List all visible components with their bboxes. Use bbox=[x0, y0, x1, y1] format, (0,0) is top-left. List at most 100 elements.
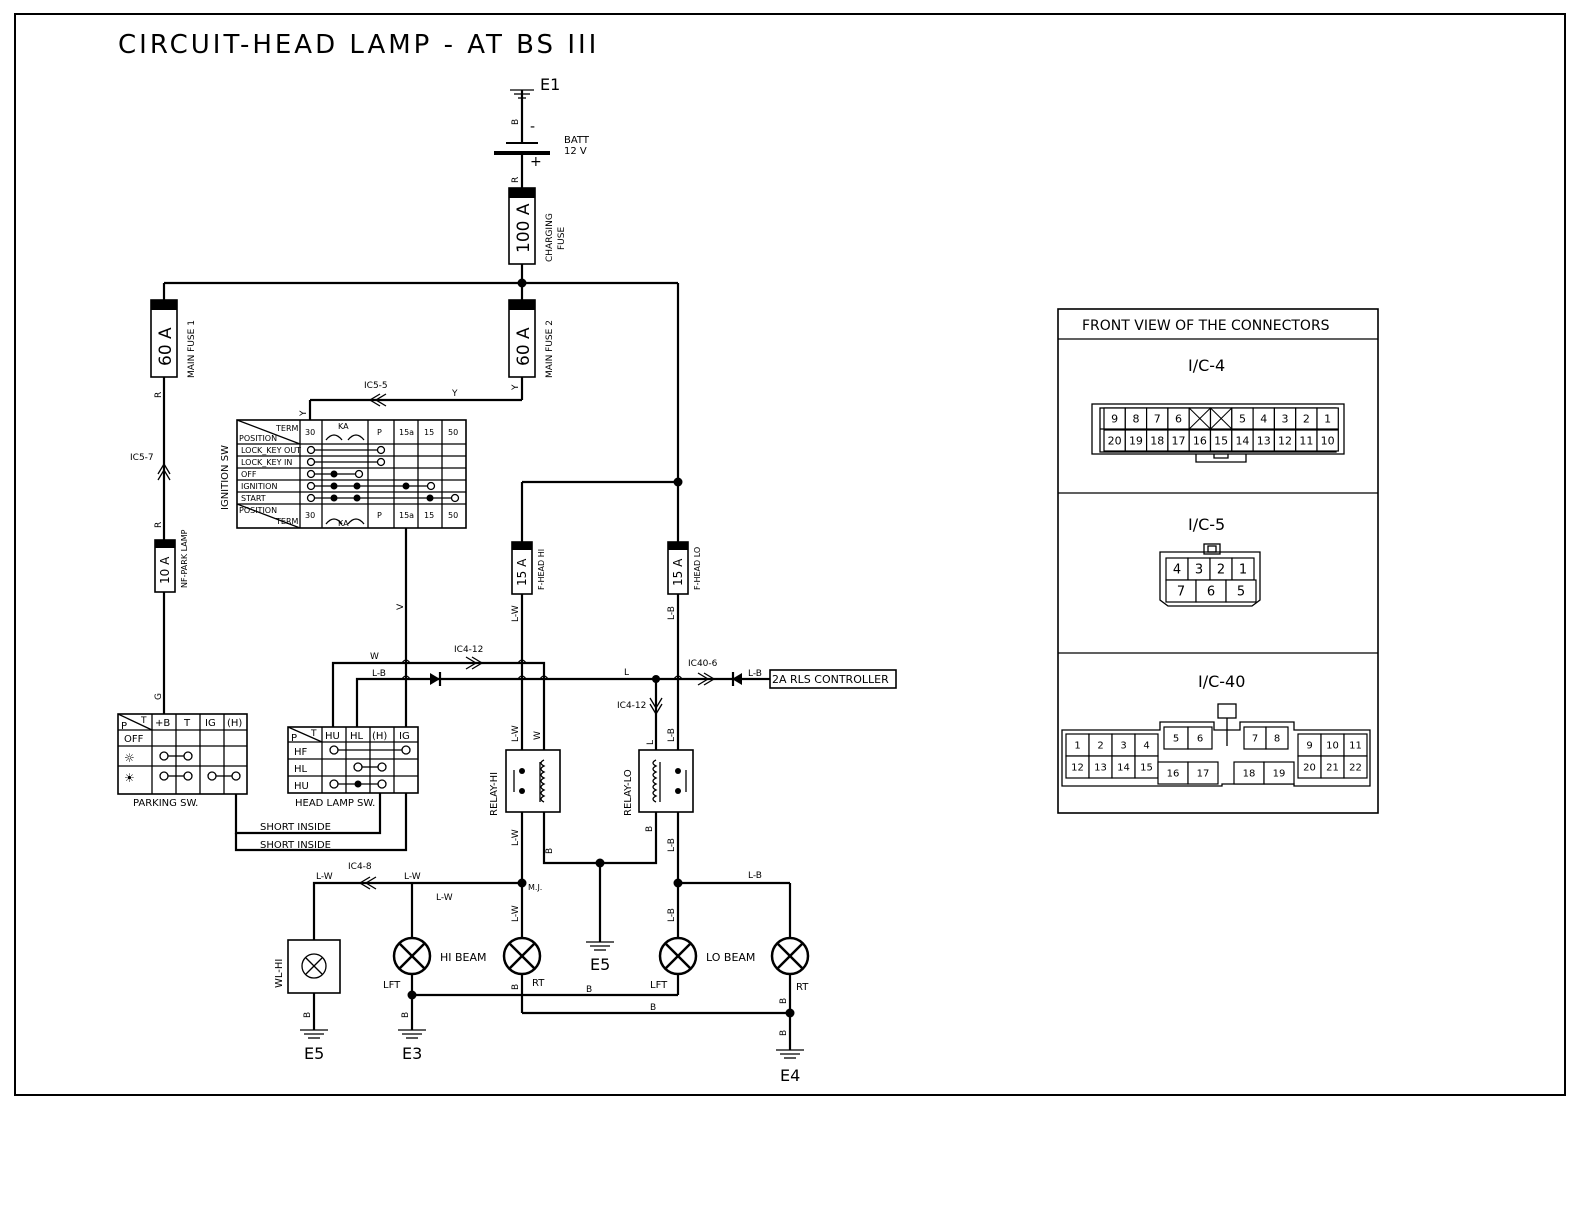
short-inside-1: SHORT INSIDE bbox=[260, 822, 331, 833]
main-fuse-2 bbox=[508, 299, 536, 378]
ic40-connector bbox=[1061, 703, 1371, 787]
ic40-pin-mt-0: 5 bbox=[1173, 734, 1179, 745]
headlamp-t: T bbox=[310, 729, 317, 739]
ic5-pin-top-2: 2 bbox=[1217, 563, 1225, 578]
ic4-pin-bottom-4: 16 bbox=[1193, 434, 1207, 447]
ic40-pin-rb-0: 20 bbox=[1303, 763, 1316, 774]
wire-y-2: Y bbox=[451, 389, 458, 399]
parking-t: T bbox=[140, 716, 147, 726]
wire-l: L bbox=[624, 668, 629, 678]
short-inside-2: SHORT INSIDE bbox=[260, 840, 331, 851]
ignition-position: POSITION bbox=[239, 434, 277, 443]
ic40-pin-lb-2: 14 bbox=[1117, 763, 1130, 774]
main-fuse-1-rating: 60 A bbox=[156, 327, 176, 366]
battery-voltage: 12 V bbox=[564, 146, 587, 157]
wire-b-5: B bbox=[779, 1030, 789, 1036]
ignition-row-off: OFF bbox=[241, 470, 257, 479]
ic40-pin-lb-0: 12 bbox=[1071, 763, 1084, 774]
ic40-pin-m2b-1: 19 bbox=[1273, 769, 1286, 780]
wire-lb-2: L-B bbox=[372, 669, 386, 679]
ic40-pin-rb-2: 22 bbox=[1349, 763, 1362, 774]
wire-lb-1: L-B bbox=[667, 606, 677, 620]
ground-e4-label: E4 bbox=[780, 1066, 800, 1085]
ic4-pin-top-6: 5 bbox=[1239, 412, 1246, 425]
wire-l-2: L bbox=[646, 740, 656, 745]
ground-e1-label: E1 bbox=[540, 75, 560, 94]
ignition-row-start: START bbox=[241, 494, 266, 503]
page-frame bbox=[14, 13, 1566, 1096]
wire-lw-6: L-W bbox=[436, 893, 453, 903]
battery-ground-e1 bbox=[510, 89, 534, 142]
lo-beam-right-lamp bbox=[770, 936, 810, 976]
headlamp-row-hf: HF bbox=[294, 747, 308, 758]
headlamp-col-hu: HU bbox=[325, 731, 340, 742]
ignition-row-lock-out: LOCK_KEY OUT bbox=[241, 446, 301, 455]
headlamp-col-h: (H) bbox=[372, 731, 387, 742]
ref-ic40-6: IC40-6 bbox=[688, 659, 718, 669]
connectors-header: FRONT VIEW OF THE CONNECTORS bbox=[1082, 318, 1330, 334]
ignition-term: TERM bbox=[275, 424, 299, 433]
ic5-pin-bottom-2-cell bbox=[1225, 579, 1257, 603]
headlamp-p: P bbox=[291, 733, 297, 744]
head-lamp-switch bbox=[287, 726, 419, 794]
wire-v: V bbox=[396, 603, 406, 610]
wire-lw-5: L-W bbox=[404, 872, 421, 882]
head-hi-fuse-rating: 15 A bbox=[515, 558, 529, 586]
ic4-pin-bottom-7: 13 bbox=[1257, 434, 1271, 447]
park-lamp-fuse bbox=[154, 539, 176, 593]
wire-lw-1: L-W bbox=[511, 605, 521, 622]
wire-lb-3: L-B bbox=[748, 669, 762, 679]
ic40-pin-lb-3: 15 bbox=[1140, 763, 1153, 774]
wire-b-relay-hi: B bbox=[545, 848, 555, 854]
ignition-term-bottom: TERM bbox=[275, 517, 299, 526]
ic4-pin-bottom-10: 10 bbox=[1321, 434, 1335, 447]
wire-g: G bbox=[154, 693, 164, 700]
charging-fuse-rating: 100 A bbox=[514, 203, 534, 253]
head-lo-fuse-rating: 15 A bbox=[671, 558, 685, 586]
parking-switch: ☼ ☀ bbox=[117, 713, 248, 795]
charging-fuse-name1: CHARGING bbox=[545, 213, 555, 262]
relay-lo-label: RELAY-LO bbox=[623, 769, 634, 816]
wire-lb-6: L-B bbox=[748, 871, 762, 881]
wire-lb-4: L-B bbox=[667, 728, 677, 742]
ic5-pin-bottom-1: 6 bbox=[1207, 585, 1215, 600]
ic40-pin-rt-1: 10 bbox=[1326, 741, 1339, 752]
charging-fuse-name2: FUSE bbox=[557, 227, 567, 250]
ic40-pin-m2b-0: 18 bbox=[1243, 769, 1256, 780]
ic4-pin-bottom-1: 19 bbox=[1129, 434, 1143, 447]
ic40-pin-mb-1: 17 bbox=[1197, 769, 1210, 780]
main-fuse-1-name: MAIN FUSE 1 bbox=[187, 320, 197, 378]
ic40-pin-rt-0: 9 bbox=[1306, 741, 1312, 752]
ignition-col-15: 15 bbox=[424, 428, 434, 437]
battery-wire-r: R bbox=[511, 177, 521, 183]
ic4-pin-top-10: 1 bbox=[1324, 412, 1331, 425]
svg-text:☀: ☀ bbox=[124, 771, 135, 785]
ic40-pin-mb-0: 16 bbox=[1167, 769, 1180, 780]
ignition-col-30-b: 30 bbox=[305, 511, 315, 520]
parking-p: P bbox=[121, 721, 127, 732]
parking-sw-label: PARKING SW. bbox=[133, 798, 198, 809]
ic40-pin-mb-1-cell bbox=[1187, 761, 1219, 785]
ic4-pin-top-7: 4 bbox=[1260, 412, 1267, 425]
ic4-pin-top-9: 2 bbox=[1303, 412, 1310, 425]
battery-label: BATT bbox=[564, 135, 590, 146]
page-title: CIRCUIT-HEAD LAMP - AT BS III bbox=[118, 30, 599, 60]
parking-col-h: (H) bbox=[227, 718, 242, 729]
ic5-pin-top-0: 4 bbox=[1173, 563, 1181, 578]
parking-col-b: +B bbox=[155, 718, 170, 729]
ignition-position-bottom: POSITION bbox=[239, 506, 277, 515]
wire-r-1: R bbox=[154, 392, 164, 398]
ignition-row-lock-in: LOCK_KEY IN bbox=[241, 458, 292, 467]
ref-ic4-8: IC4-8 bbox=[348, 862, 372, 872]
ic4-pin-bottom-9: 11 bbox=[1299, 434, 1313, 447]
wire-lw-7: L-W bbox=[511, 905, 521, 922]
ignition-col-p-b: P bbox=[377, 511, 382, 520]
battery-symbol bbox=[494, 142, 550, 155]
hi-beam-label: HI BEAM bbox=[440, 951, 487, 964]
ic4-pin-bottom-6: 14 bbox=[1235, 434, 1249, 447]
wire-lb-7: L-B bbox=[667, 908, 677, 922]
lo-beam-rt: RT bbox=[796, 982, 809, 993]
